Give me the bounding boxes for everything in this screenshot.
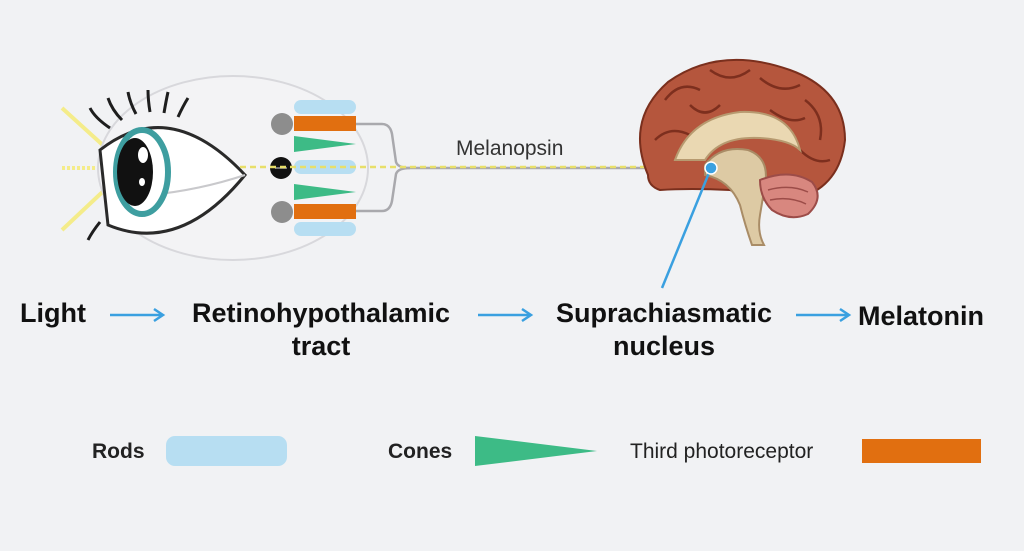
photoreceptor-column (294, 100, 356, 236)
tract-label-line1: Retinohypothalamic (191, 298, 451, 328)
light-label: Light (20, 298, 86, 328)
rod-shape (294, 100, 356, 114)
arrow-icon (110, 307, 166, 323)
legend-rods-label: Rods (92, 440, 145, 463)
arrow-icon (796, 307, 852, 323)
third-photoreceptor-shape (294, 116, 356, 131)
ganglion-cell-top (271, 113, 293, 135)
third-photoreceptor-shape (294, 204, 356, 219)
scn-pointer-line (660, 167, 713, 289)
rod-shape (294, 222, 356, 236)
legend-cones-label: Cones (388, 440, 453, 463)
cone-shape (294, 136, 356, 152)
ganglion-cell-bottom (271, 201, 293, 223)
melatonin-label: Melatonin (858, 301, 984, 331)
tract-label-line2: tract (291, 331, 351, 361)
cone-shape (294, 184, 356, 200)
arrow-icon (478, 307, 534, 323)
brain-icon (639, 58, 847, 246)
nucleus-label-line1: Suprachiasmatic (555, 298, 773, 328)
melanopsin-label: Melanopsin (456, 137, 564, 160)
tract-label: Retinohypothalamic tract (170, 297, 472, 363)
legend-third-photoreceptor-swatch (862, 439, 981, 463)
legend-third-photoreceptor-label: Third photoreceptor (630, 440, 814, 463)
legend-cones-swatch (475, 436, 597, 466)
nucleus-label-line2: nucleus (612, 331, 716, 361)
eye-icon (86, 89, 247, 241)
legend-rods-swatch (166, 436, 287, 466)
scn-marker (704, 161, 718, 175)
nucleus-label: Suprachiasmatic nucleus (538, 297, 790, 363)
